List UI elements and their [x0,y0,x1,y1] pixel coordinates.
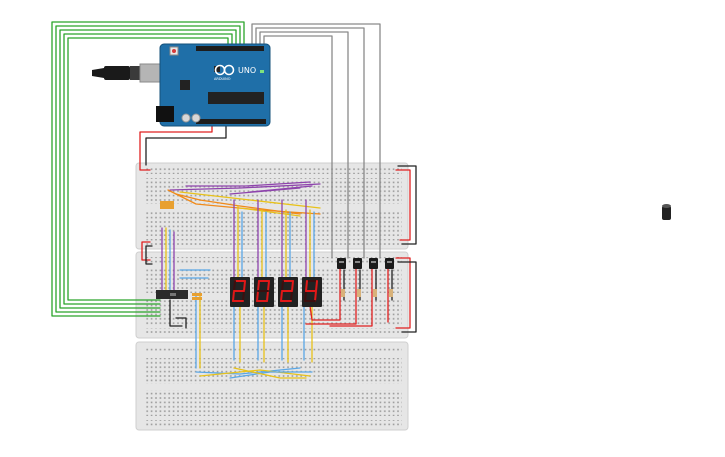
power-jack[interactable] [156,106,174,122]
segment-c [266,290,269,302]
segment-f [257,280,260,292]
capacitor-component[interactable] [662,204,671,220]
segment-b [267,280,270,292]
transistor-3[interactable] [369,258,378,269]
digit-4 [302,277,322,307]
segment-b [315,280,318,292]
segment-e [256,290,259,302]
wire-gray-2[interactable] [255,27,365,259]
wire-orange-top-2[interactable] [175,193,301,215]
shift-register-chip[interactable] [156,290,188,299]
segment-c [314,290,317,302]
segment-e [304,290,307,302]
wire-blue-diag-1[interactable] [195,367,301,375]
segment-f [281,280,284,292]
wire-gray-4[interactable] [263,35,333,259]
uno-label: UNO [238,66,256,75]
seven-segment-display[interactable] [230,277,322,307]
digit-2 [254,277,274,307]
wire-black-ground[interactable] [145,124,227,166]
wire-green-4[interactable] [63,33,233,305]
breadboard-bottom[interactable] [135,341,409,431]
wire-red-rail-top[interactable] [395,169,411,241]
wire-purple-top-4[interactable] [249,185,313,193]
wire-black-rail-left[interactable] [145,245,153,265]
wire-purple-top-2[interactable] [185,181,311,187]
wire-black-sr-2[interactable] [175,317,187,329]
digit-1 [230,277,250,307]
arduino-logo-icon [214,64,235,76]
atmega-chip [208,92,264,104]
wire-red-rail-mid[interactable] [395,257,411,329]
wire-green-3[interactable] [59,29,237,309]
segment-c [290,290,293,302]
transistor-2[interactable] [353,258,362,269]
segment-e [280,290,283,302]
wire-green-2[interactable] [55,25,241,313]
transistor-1[interactable] [337,258,346,269]
breadboard-top[interactable] [135,162,409,250]
resistor-array-top[interactable] [160,201,174,209]
wire-purple-top-1[interactable] [169,183,321,191]
wire-yellow-diag-2[interactable] [233,367,307,379]
wire-yellow-diag-1[interactable] [199,369,311,377]
wire-yellow-top-1[interactable] [179,191,321,209]
wire-black-rail-top[interactable] [397,165,417,245]
arduino-brand-label: ARDUINO [214,77,231,81]
wire-gray-1[interactable] [251,23,381,259]
wire-red-digit-1[interactable] [309,267,341,321]
wire-red-power[interactable] [139,124,213,171]
segment-b [243,280,246,292]
wire-gray-3[interactable] [259,31,349,259]
segment-c [242,290,245,302]
wire-red-digit-3[interactable] [329,267,373,327]
resistor-array-mid[interactable] [192,293,202,300]
digit-3 [278,277,298,307]
transistor-4[interactable] [385,258,394,269]
wire-green-5[interactable] [67,37,229,301]
segment-e [232,290,235,302]
wire-green-1[interactable] [51,21,245,317]
segment-f [233,280,236,292]
wire-black-sr[interactable] [169,299,183,327]
arduino-uno-board[interactable]: UNO ARDUINO [92,43,271,127]
segment-b [291,280,294,292]
segment-f [305,280,308,292]
wire-blue-diag-2[interactable] [229,371,313,379]
usb-cable[interactable] [92,63,165,83]
base-resistors[interactable] [341,289,393,297]
wire-black-rail-mid[interactable] [397,261,417,333]
wire-red-digit-2[interactable] [305,267,357,325]
